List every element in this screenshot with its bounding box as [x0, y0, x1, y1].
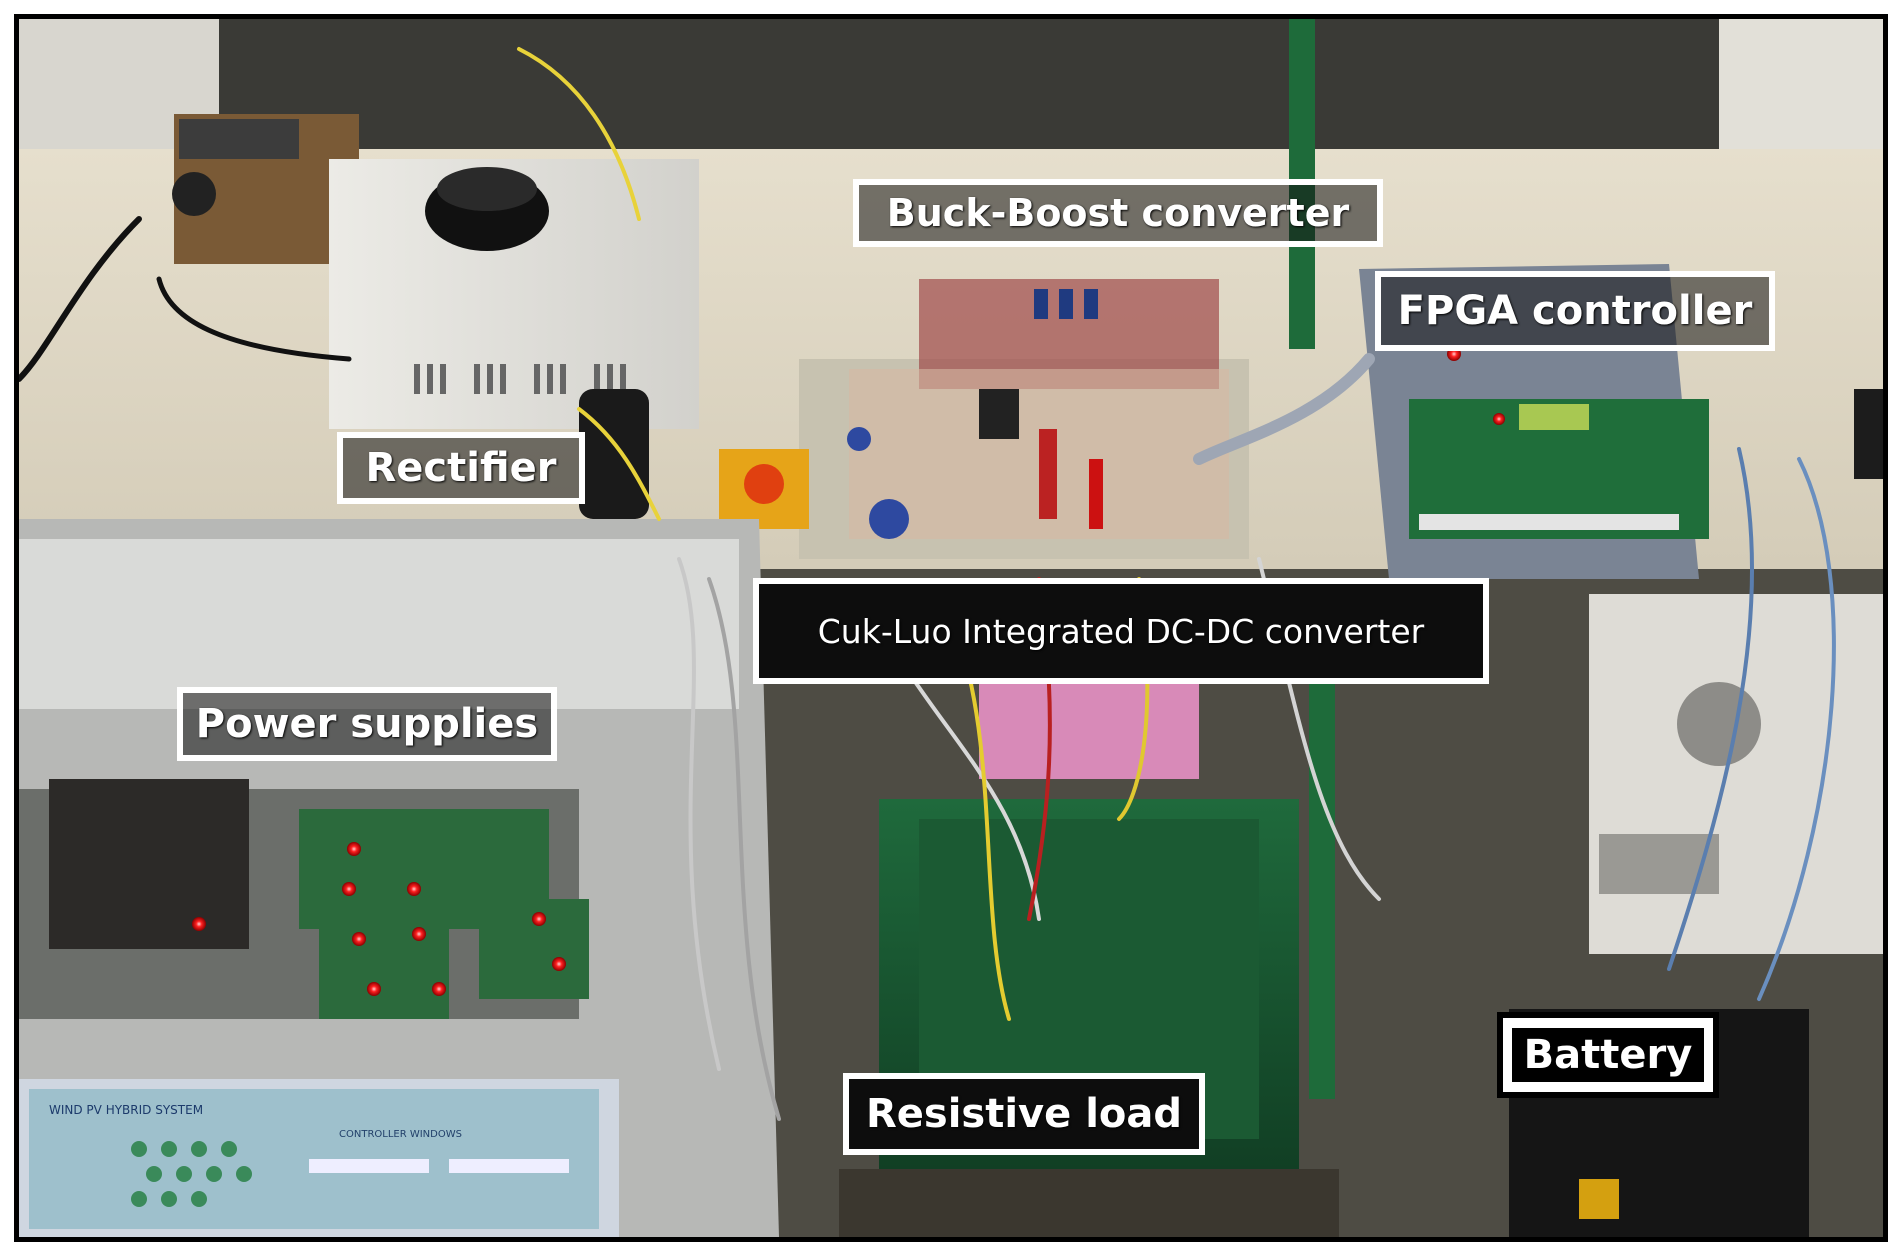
- svg-text:WIND PV HYBRID SYSTEM: WIND PV HYBRID SYSTEM: [49, 1103, 203, 1117]
- label-cuk-luo-converter: Cuk-Luo Integrated DC-DC converter: [753, 578, 1489, 684]
- label-power-supplies: Power supplies: [177, 687, 557, 761]
- label-rectifier: Rectifier: [337, 432, 585, 504]
- label-resistive-load: Resistive load: [843, 1073, 1205, 1155]
- svg-text:CONTROLLER WINDOWS: CONTROLLER WINDOWS: [339, 1129, 462, 1140]
- photo-frame: WIND PV HYBRID SYSTEM CONTROLLER WINDOWS: [14, 14, 1888, 1242]
- lab-setup-photo: WIND PV HYBRID SYSTEM CONTROLLER WINDOWS: [19, 19, 1883, 1237]
- label-buck-boost-converter: Buck-Boost converter: [853, 179, 1383, 247]
- label-fpga-controller: FPGA controller: [1375, 271, 1775, 351]
- label-battery-text: Battery: [1511, 1028, 1705, 1082]
- label-battery: Battery: [1497, 1012, 1719, 1098]
